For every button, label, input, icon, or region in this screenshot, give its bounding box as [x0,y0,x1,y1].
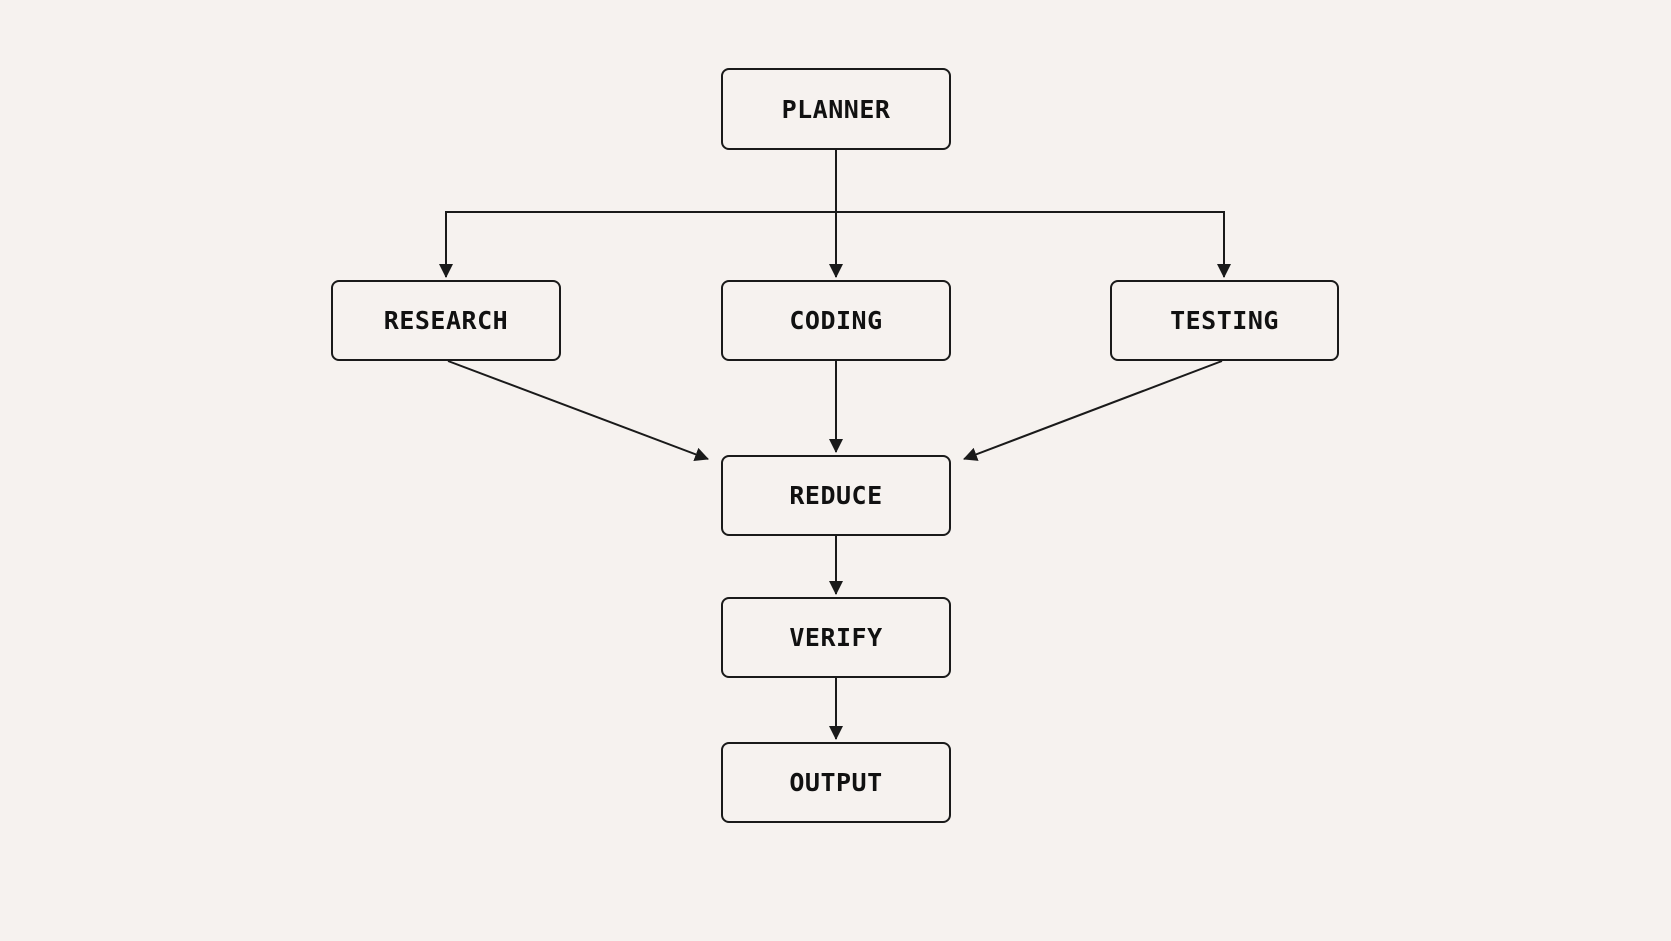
node-planner-label: PLANNER [781,94,891,124]
node-output: OUTPUT [721,742,951,823]
edge-research-to-reduce [447,360,709,461]
node-verify: VERIFY [721,597,951,678]
edge-testing-to-reduce [963,360,1223,461]
node-verify-label: VERIFY [789,623,883,652]
node-coding: CODING [721,280,951,361]
node-reduce: REDUCE [721,455,951,536]
node-research: RESEARCH [331,280,561,361]
node-planner: PLANNER [721,68,951,150]
node-coding-label: CODING [789,306,883,335]
node-testing-label: TESTING [1170,306,1279,335]
node-output-label: OUTPUT [789,768,883,797]
node-reduce-label: REDUCE [789,481,883,510]
node-testing: TESTING [1110,280,1339,361]
node-research-label: RESEARCH [383,306,509,335]
